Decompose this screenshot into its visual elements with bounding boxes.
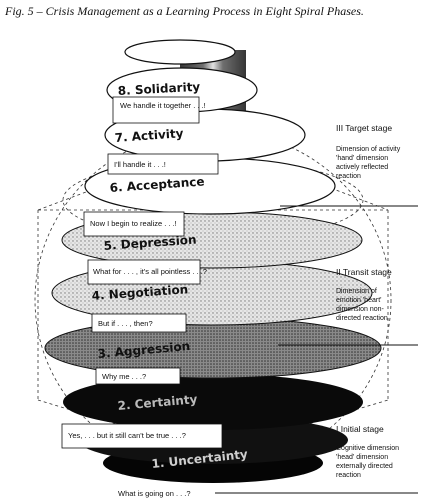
quote-7-card: I'll handle it . . .! — [107, 153, 219, 175]
stage-2-desc-1: Dimension of — [336, 288, 377, 295]
phase-2-band: 2. Certainty — [63, 374, 363, 430]
stage-2-title: II Transit stage — [336, 267, 392, 277]
stage-1-desc-4: reaction — [336, 472, 361, 479]
phase-2-label: 2. Certainty — [117, 392, 198, 413]
stage-3-desc-1: Dimension of activity — [336, 146, 401, 153]
quote-7-text: I'll handle it . . .! — [114, 160, 166, 169]
quote-8-card: We handle it together . . .! — [112, 96, 206, 124]
quote-5-card: What for . . . , it's all pointless . . … — [87, 259, 207, 285]
stage-2-block: II Transit stage Dimension of emotion 'h… — [336, 267, 392, 322]
phase-6-label: 6. Acceptance — [109, 174, 205, 195]
phase-4-label: 4. Negotiation — [91, 282, 188, 303]
quote-4-text: But if . . . , then? — [98, 319, 153, 328]
stage-1-title: I Initial stage — [336, 424, 384, 434]
stage-1-block: I Initial stage Cognitive dimension 'hea… — [336, 424, 399, 479]
phase-8-label: 8. Solidarity — [117, 80, 200, 98]
stage-2-desc-3: dimension non- — [336, 306, 385, 313]
quote-1-row: What is going on . . .? — [118, 489, 191, 498]
phase-7-label: 7. Activity — [114, 126, 184, 145]
stage-1-desc-2: 'head' dimension — [336, 454, 388, 461]
quote-6-text: Now I begin to realize . . .! — [90, 219, 177, 228]
stage-2-desc-4: directed reaction — [336, 315, 388, 322]
stage-1-desc-1: Cognitive dimension — [336, 445, 399, 452]
phase-3-band: 3. Aggression — [44, 317, 382, 379]
stage-3-title: III Target stage — [336, 123, 392, 133]
phase-5-label: 5. Depression — [103, 233, 197, 253]
quote-4-card: But if . . . , then? — [91, 313, 187, 333]
stage-3-block: III Target stage Dimension of activity '… — [336, 123, 401, 180]
figure-title: Fig. 5 – Crisis Management as a Learning… — [4, 4, 364, 18]
quote-5-text: What for . . . , it's all pointless . . … — [93, 267, 207, 276]
stage-1-desc-3: externally directed — [336, 463, 393, 470]
quote-8-text: We handle it together . . .! — [120, 101, 206, 110]
stage-3-desc-4: reaction — [336, 173, 361, 180]
quote-3-text: Why me . . .? — [102, 372, 146, 381]
quote-2-card: Yes, . . . but it still can't be true . … — [61, 423, 223, 449]
quote-3-card: Why me . . .? — [95, 367, 181, 385]
phase-8-band: 8. Solidarity — [106, 39, 258, 113]
stage-2-desc-2: emotion 'heart' — [336, 297, 381, 304]
quote-1-text: What is going on . . .? — [118, 489, 191, 498]
quote-6-card: Now I begin to realize . . .! — [83, 211, 185, 237]
quote-2-text: Yes, . . . but it still can't be true . … — [68, 431, 186, 440]
stage-3-desc-3: actively reflected — [336, 164, 388, 171]
stage-dividers — [215, 205, 418, 494]
stage-3-desc-2: 'hand' dimension — [336, 155, 388, 162]
